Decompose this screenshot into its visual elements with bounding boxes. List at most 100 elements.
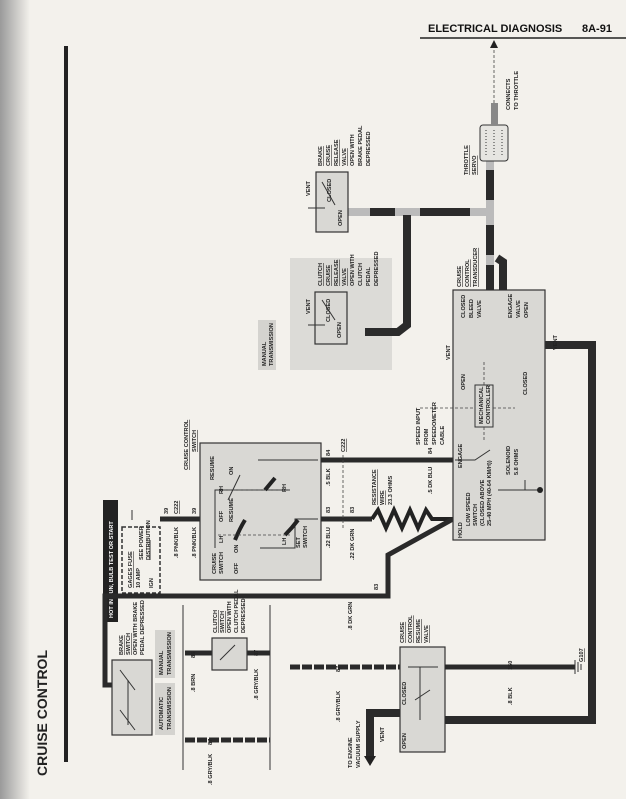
diagram-label: SWITCH (219, 552, 225, 574)
diagram-label: TRANSMISSION (167, 687, 173, 730)
arrow-icon (490, 40, 498, 48)
diagram-label: SWITCH (303, 526, 309, 548)
diagram-label: 5.8 OHMS (514, 449, 520, 475)
diagram-label: CONTROLLER (486, 385, 492, 424)
diagram-label: RESISTANCE (372, 469, 378, 505)
diagram-label: CLOSED (461, 295, 467, 318)
diagram-label: CRUISE (326, 145, 332, 166)
diagram-label: CRUISE (457, 266, 463, 287)
diagram-label: ON (234, 545, 240, 553)
page-number: 8A-91 (582, 23, 612, 35)
diagram-label: CABLE (440, 425, 446, 445)
cruise-control-switch: CRUISE CONTROL SWITCH CRUISE SWITCH OFF … (184, 419, 322, 581)
diagram-label: VENT (553, 334, 559, 350)
diagram-label: VALVE (342, 268, 348, 286)
connector-label: C222 (174, 501, 180, 514)
diagram-label: VALVE (424, 625, 430, 643)
diagram-label: VACUUM SUPPLY (356, 720, 362, 768)
diagram-label: C222 (341, 439, 347, 452)
diagram-label: SPEED INPUT (416, 407, 422, 445)
manual-transmission-label: TRANSMISSION (269, 323, 275, 366)
diagram-label: CLOSED (327, 179, 333, 202)
diagram-label: PEDAL (366, 266, 372, 286)
diagram-label: OPEN (461, 374, 467, 390)
diagram-label: VALVE (477, 300, 483, 318)
diagram-label: BRAKE (318, 146, 324, 166)
wire-label: 39 (164, 508, 170, 514)
fuse-block (121, 526, 161, 594)
diagram-label: .8 GRY/BLK (336, 691, 342, 722)
cruise-control-resume-valve: CRUISE CONTROL RESUME VALVE CLOSED OPEN … (348, 615, 446, 768)
diagram-label: TRANSMISSION (167, 632, 173, 675)
ground-icon (574, 660, 582, 674)
diagram-label: WIRE (380, 490, 386, 505)
clutch-cruise-release-valve: VENT OPEN CLOSED CLUTCH CRUISE RELEASE V… (306, 251, 380, 345)
diagram-label: 87 (254, 650, 260, 656)
transmission-labels: AUTOMATIC TRANSMISSION MANUAL TRANSMISSI… (155, 605, 271, 770)
diagram-label: TO ENGINE (348, 737, 354, 768)
diagram-label: CONTROL (465, 259, 471, 287)
diagram-label: SET (296, 537, 302, 548)
diagram-label: CLUTCH (318, 263, 324, 286)
diagram-label: VENT (306, 180, 312, 196)
diagram-label: .5 DK BLU (428, 467, 434, 494)
diagram-label: DISTRIBUTION (146, 520, 152, 560)
diagram-label: BRAKE (119, 635, 125, 655)
diagram-label: OFF (219, 510, 225, 522)
diagram-label: 83 (374, 584, 380, 590)
diagram-label: GAGES FUSE (128, 551, 134, 588)
diagram-label: CLUTCH (358, 263, 364, 286)
diagram-label: 83 (350, 507, 356, 513)
diagram-label: ON (229, 467, 235, 475)
diagram-label: OPEN WITH (350, 134, 356, 166)
wire-label: .8 PNK/BLK (192, 527, 198, 558)
diagram-label: SWITCH (473, 504, 479, 526)
diagram-label: LOW SPEED (466, 492, 472, 526)
diagram-label: 83 (326, 507, 332, 513)
diagram-label: OPEN (337, 322, 343, 338)
diagram-label: 23.3 OHMS (388, 476, 394, 505)
diagram-label: .8 DK GRN (348, 602, 354, 630)
clutch-switch: CLUTCH SWITCH OPEN WITH CLUTCH PEDAL DEP… (211, 589, 248, 671)
diagram-label: CLOSED (523, 372, 529, 395)
arrow-icon (364, 756, 376, 766)
diagram-label: CLUTCH (213, 610, 219, 633)
diagram-label: LH (219, 536, 225, 543)
brake-switch: BRAKE SWITCH OPEN WITH BRAKE PEDAL DEPRE… (111, 600, 153, 736)
diagram-label: MANUAL (159, 650, 165, 675)
diagram-label: HOLD (458, 522, 464, 538)
diagram-label: .8 BLK (508, 687, 514, 705)
diagram-label: .5 BLK (326, 468, 332, 486)
vacuum-supply-hose (366, 709, 400, 758)
diagram-label: OPEN WITH BRAKE (133, 602, 139, 655)
diagram-label: 84 (326, 449, 332, 456)
diagram-label: OPEN WITH (350, 254, 356, 286)
diagram-label: CLOSED (402, 682, 408, 705)
diagram-label: SWITCH (220, 611, 226, 633)
cruise-control-transducer: CRUISE CONTROL TRANSDUCER CLOSED BLEED V… (416, 248, 559, 541)
diagram-label: .22 BLU (326, 527, 332, 548)
diagram-label: VALVE (342, 148, 348, 166)
diagram-label: DEPRESSED (374, 251, 380, 286)
diagram-label: SWITCH (192, 430, 198, 452)
diagram-label: CONNECTS (506, 78, 512, 110)
power-source: HOT IN RUN, BULB TEST OR START GAGES FUS… (103, 500, 161, 622)
diagram-label: VALVE (516, 300, 522, 318)
diagram-label: 86 (191, 652, 197, 658)
diagram-label: CLUTCH PEDAL (234, 589, 240, 633)
diagram-label: VENT (380, 726, 386, 742)
diagram-label: 150 (508, 661, 514, 670)
diagram-label: RESUME (416, 619, 422, 643)
diagram-label: VENT (446, 344, 452, 360)
diagram-label: SEE POWER (139, 526, 145, 560)
diagram-label: .8 GRY/BLK (208, 754, 214, 785)
diagram-label: RESUME (210, 456, 216, 480)
diagram-label: 84 (428, 447, 434, 454)
ground-icon (537, 487, 543, 493)
diagram-label: VENT (306, 298, 312, 314)
diagram-label: .8 GRY/BLK (254, 669, 260, 700)
diagram-label: CRUISE CONTROL (184, 419, 190, 470)
page-title: CRUISE CONTROL (34, 650, 50, 776)
diagram-label: IGN (149, 578, 155, 588)
